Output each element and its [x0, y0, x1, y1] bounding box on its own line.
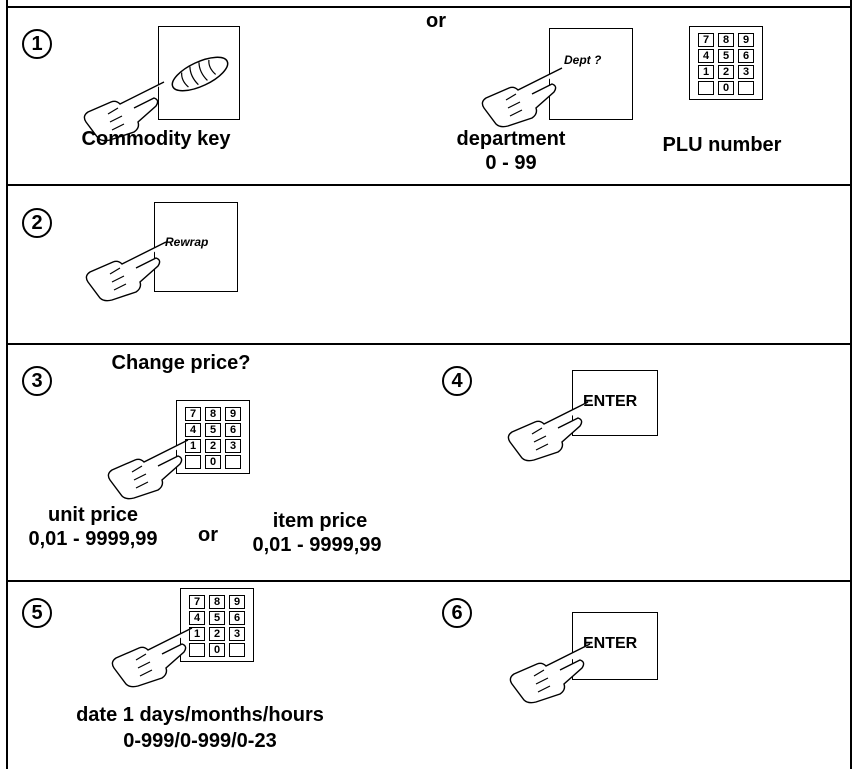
pointing-hand-icon: [83, 81, 165, 142]
change-price-label: Change price?: [111, 352, 251, 374]
plu-number-label: PLU number: [662, 134, 782, 156]
frame-left: [6, 0, 8, 769]
keypad-key[interactable]: 1: [189, 627, 205, 641]
unit-price-range: 0,01 - 9999,99: [28, 528, 158, 550]
keypad-key[interactable]: 4: [185, 423, 201, 437]
date-range: 0-999/0-999/0-23: [123, 730, 277, 752]
keypad-key[interactable]: 3: [738, 65, 754, 79]
keypad-key[interactable]: 0: [209, 643, 225, 657]
keypad-key[interactable]: 7: [189, 595, 205, 609]
keypad-key[interactable]: 9: [229, 595, 245, 609]
keypad-key[interactable]: 6: [225, 423, 241, 437]
keypad-key[interactable]: 7: [698, 33, 714, 47]
commodity-key-label: Commodity key: [81, 128, 231, 150]
keypad-key[interactable]: [189, 643, 205, 657]
date-label: date 1 days/months/hours: [76, 704, 324, 726]
keypad-key[interactable]: 5: [209, 611, 225, 625]
step-number-4: 4: [442, 366, 472, 396]
bread-icon: [171, 56, 229, 92]
keypad-key[interactable]: 5: [205, 423, 221, 437]
rewrap-key[interactable]: Rewrap: [154, 202, 238, 292]
keypad-key[interactable]: 4: [189, 611, 205, 625]
department-key[interactable]: Dept ?: [549, 28, 633, 120]
keypad-key[interactable]: 2: [209, 627, 225, 641]
pointing-hand-icon: [111, 627, 193, 688]
keypad-key[interactable]: [185, 455, 201, 469]
row-divider: [6, 184, 852, 186]
keypad-key[interactable]: 4: [698, 49, 714, 63]
rewrap-key-label: Rewrap: [165, 235, 209, 249]
department-label: department: [456, 128, 566, 150]
keypad-key[interactable]: [698, 81, 714, 95]
or-label-2: or: [198, 524, 218, 546]
item-price-label: item price: [272, 510, 368, 532]
keypad-key[interactable]: 8: [718, 33, 734, 47]
keypad-key[interactable]: 0: [718, 81, 734, 95]
frame-right: [850, 0, 852, 769]
step-number-3: 3: [22, 366, 52, 396]
item-price-range: 0,01 - 9999,99: [252, 534, 382, 556]
keypad-key[interactable]: [738, 81, 754, 95]
step-number-1: 1: [22, 29, 52, 59]
commodity-key[interactable]: [158, 26, 240, 120]
pointing-hand-icon: [85, 241, 167, 302]
pointing-hand-icon: [107, 439, 189, 500]
keypad-key[interactable]: 9: [225, 407, 241, 421]
step-number-5: 5: [22, 598, 52, 628]
step-number-6: 6: [442, 598, 472, 628]
keypad-key[interactable]: 2: [205, 439, 221, 453]
frame-top: [6, 6, 852, 8]
enter-key-label: ENTER: [583, 635, 638, 652]
keypad-key[interactable]: 1: [185, 439, 201, 453]
keypad-key[interactable]: 9: [738, 33, 754, 47]
keypad-key[interactable]: 8: [209, 595, 225, 609]
keypad-key[interactable]: 6: [738, 49, 754, 63]
keypad-key[interactable]: 5: [718, 49, 734, 63]
pointing-hand-icon: [507, 401, 589, 462]
or-label-1: or: [426, 10, 446, 32]
keypad-key[interactable]: [229, 643, 245, 657]
pointing-hand-icon: [481, 67, 563, 128]
enter-key-label: ENTER: [583, 393, 638, 410]
keypad-key[interactable]: 1: [698, 65, 714, 79]
row-divider: [6, 580, 852, 582]
department-key-label: Dept ?: [564, 53, 602, 67]
department-range: 0 - 99: [485, 152, 537, 174]
keypad-key[interactable]: [225, 455, 241, 469]
pointing-hand-icon: [509, 643, 591, 704]
keypad-key[interactable]: 0: [205, 455, 221, 469]
keypad-key[interactable]: 3: [229, 627, 245, 641]
keypad-key[interactable]: 7: [185, 407, 201, 421]
keypad-key[interactable]: 2: [718, 65, 734, 79]
keypad-key[interactable]: 6: [229, 611, 245, 625]
keypad-key[interactable]: 8: [205, 407, 221, 421]
keypad-key[interactable]: 3: [225, 439, 241, 453]
row-divider: [6, 343, 852, 345]
step-number-2: 2: [22, 208, 52, 238]
unit-price-label: unit price: [47, 504, 138, 526]
